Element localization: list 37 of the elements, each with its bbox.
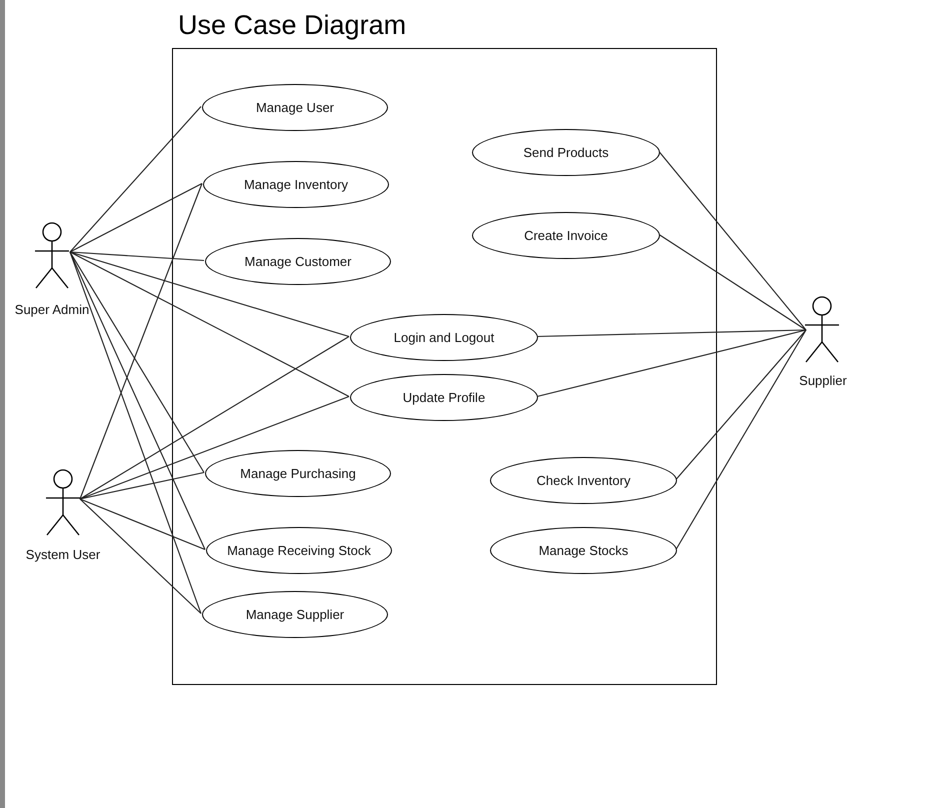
association-line [80,336,350,500]
use-case-label: Check Inventory [536,473,630,488]
association-line [536,329,806,338]
association-line [70,252,206,550]
actor-name: Super Admin [14,302,90,317]
association-line [70,251,350,338]
association-line [658,234,806,330]
use-case-label: Login and Logout [394,330,494,345]
association-line [80,498,206,550]
association-line [80,498,202,614]
association-line [79,183,203,500]
association-line [70,183,202,252]
association-line [536,329,806,398]
use-case-label: Manage Inventory [244,177,348,192]
actor-name: System User [26,547,100,562]
association-line [80,396,350,500]
use-case-label: Manage Receiving Stock [227,543,371,558]
association-line [676,330,806,480]
use-case-label: Manage Supplier [246,607,344,622]
association-line [658,151,806,330]
actor-name: Supplier [799,373,847,388]
association-line [676,330,806,550]
diagram-title: Use Case Diagram [178,10,406,41]
association-line [70,252,350,397]
use-case-label: Manage Stocks [538,543,628,558]
use-case-label: Send Products [523,145,609,160]
use-case-label: Manage Customer [244,254,352,269]
association-line [69,252,202,614]
use-case-label: Manage User [256,100,334,115]
system-boundary [172,48,717,685]
association-line [80,472,204,500]
use-case-label: Update Profile [402,390,486,405]
association-line [70,252,204,473]
use-case-label: Create Invoice [524,228,608,243]
association-line [70,106,202,252]
use-case-label: Manage Purchasing [240,466,356,481]
association-line [70,251,204,262]
